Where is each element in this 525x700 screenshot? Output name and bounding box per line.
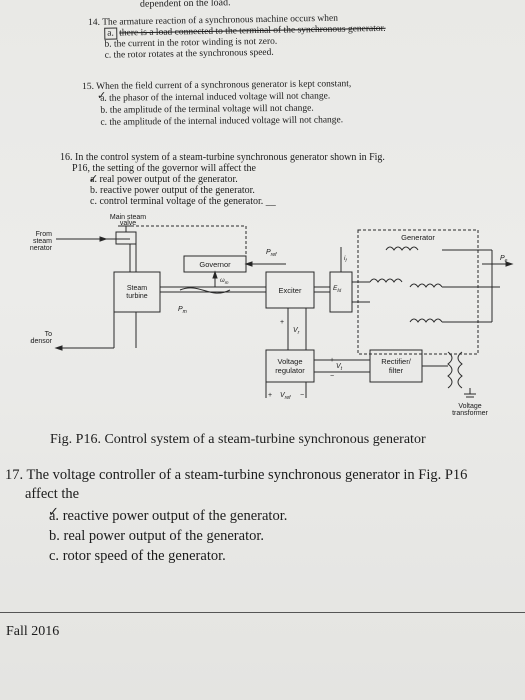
- voltage-regulator-label-1: Voltage: [277, 357, 302, 366]
- steam-turbine-label-1: Steam: [127, 285, 147, 292]
- q14-option-c: c. the rotor rotates at the synchronous …: [104, 47, 274, 61]
- from-label-1: From: [36, 231, 53, 238]
- pm-label: Pm: [178, 306, 187, 315]
- vt-label: Vt: [336, 363, 343, 372]
- footer-text: Fall 2016: [6, 624, 60, 639]
- check-mark-icon: ✓: [89, 172, 99, 185]
- plus-sign-vt: +: [330, 357, 334, 364]
- to-label-1: To: [45, 331, 53, 338]
- top-fragment: dependent on the load.: [139, 0, 231, 10]
- steam-turbine-box: [113, 271, 161, 313]
- efd-label: Efd: [333, 285, 342, 293]
- footer-divider: [0, 612, 525, 613]
- vr-label: Vr: [293, 327, 300, 336]
- q17-option-c: c. rotor speed of the generator.: [49, 548, 226, 564]
- q15-option-b: b. the amplitude of the terminal voltage…: [100, 103, 314, 116]
- q17-option-b: b. real power output of the generator.: [49, 528, 265, 544]
- q17-stem-line-1: 17. The voltage controller of a steam-tu…: [5, 467, 468, 483]
- question-15: 15. When the field current of a synchron…: [82, 77, 512, 128]
- control-system-diagram: Main steam valve From steam generator Go…: [30, 214, 514, 417]
- q17-option-a: a. reactive power output of the generato…: [49, 508, 288, 524]
- plus-sign: +: [280, 319, 284, 326]
- q16-option-c: c. control terminal voltage of the gener…: [90, 196, 276, 207]
- voltage-transformer-label-1: Voltage: [458, 403, 481, 410]
- from-label-3: generator: [30, 245, 53, 252]
- main-steam-label-2: valve: [120, 220, 136, 227]
- pref-label: Pref: [266, 249, 277, 258]
- q16-option-b: b. reactive power output of the generato…: [90, 185, 255, 196]
- minus-sign-vref: −: [300, 392, 304, 399]
- from-label-2: steam: [33, 238, 52, 245]
- pe-label: Pe: [500, 255, 508, 264]
- q15-option-c: c. the amplitude of the internal induced…: [100, 115, 344, 128]
- figure-caption: Fig. P16. Control system of a steam-turb…: [50, 432, 426, 447]
- exciter-label: Exciter: [279, 286, 302, 295]
- q16-stem-line-2: P16, the setting of the governor will af…: [72, 163, 256, 174]
- to-label-2: condensor: [30, 338, 53, 345]
- generator-box: [357, 229, 479, 355]
- minus-sign-vt: −: [330, 373, 334, 380]
- vref-label: Vref: [280, 392, 291, 401]
- question-14: 14. The armature reaction of a synchrono…: [88, 11, 508, 61]
- voltage-transformer-label-2: transformer: [452, 410, 488, 417]
- main-steam-label-1: Main steam: [110, 214, 146, 221]
- if-label: if: [344, 256, 347, 263]
- plus-sign-vref: +: [268, 392, 272, 399]
- exciter-box: [265, 271, 315, 309]
- q17-stem-line-2: affect the: [25, 486, 80, 502]
- generator-label: Generator: [401, 233, 435, 242]
- rectifier-label-2: filter: [389, 366, 404, 375]
- omega-label: ωm: [220, 278, 229, 285]
- governor-label: Governor: [199, 260, 231, 269]
- voltage-regulator-box: [265, 349, 315, 383]
- check-mark-icon: ✓: [48, 505, 59, 520]
- voltage-regulator-label-2: regulator: [275, 366, 305, 375]
- rectifier-label-1: Rectifier/: [381, 357, 412, 366]
- q16-option-a: a. real power output of the generator.: [90, 174, 238, 185]
- check-mark-icon: ✓: [97, 89, 107, 102]
- steam-turbine-label-2: turbine: [126, 293, 148, 300]
- q16-stem-line-1: 16. In the control system of a steam-tur…: [60, 152, 385, 163]
- main-steam-valve: [115, 231, 137, 245]
